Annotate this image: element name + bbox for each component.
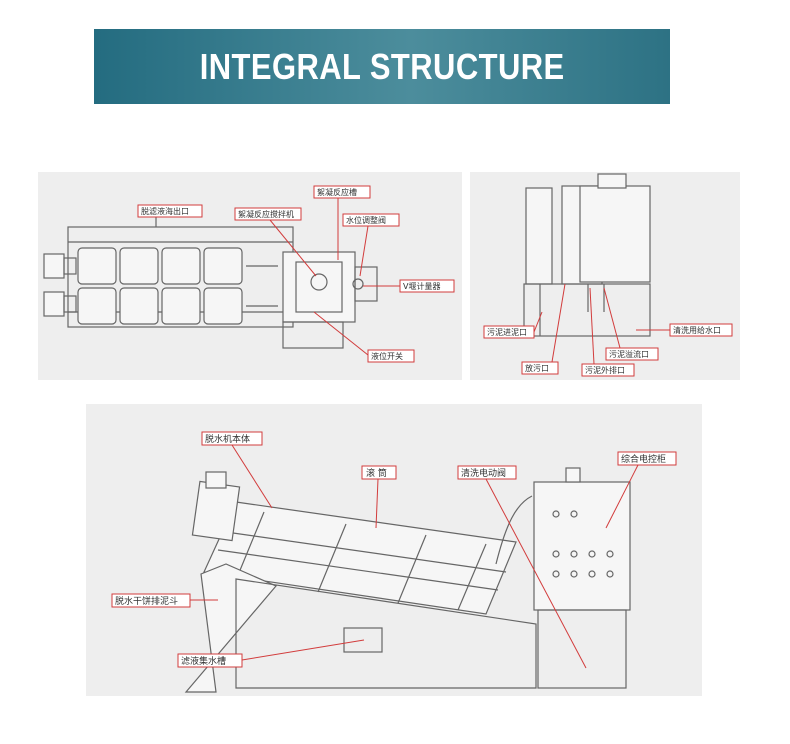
drum-segments	[77, 247, 278, 325]
motor-bottom	[43, 291, 65, 317]
label-level-adjust: 水位调整阀	[346, 215, 386, 225]
reaction-tank	[282, 251, 356, 323]
elevation-panel: 脱水机本体 滚 筒 清洗电动阀 综合电控柜 脱水干饼排泥斗 滤液集水槽	[86, 404, 702, 696]
page-title: INTEGRAL STRUCTURE	[199, 45, 565, 87]
discharge-hopper	[184, 563, 277, 693]
title-banner: INTEGRAL STRUCTURE	[94, 29, 670, 104]
label-mixer: 絮凝反应搅拌机	[238, 209, 294, 219]
label-level-switch: 液位开关	[371, 351, 403, 361]
tank-body	[579, 185, 651, 283]
mixer-shaft	[310, 273, 328, 291]
top-view-drawing: 脱滤液海出口 絮凝反应槽 絮凝反应搅拌机 水位调整阀 V堰计量器 液位开关	[43, 185, 455, 363]
base-tank	[523, 283, 651, 337]
label-valve: 清洗电动阀	[461, 467, 506, 479]
side-panel-left	[525, 187, 553, 285]
label-outlet: 脱滤液海出口	[141, 206, 189, 216]
control-cabinet	[533, 481, 631, 611]
side-view-panel: 污泥进泥口 放污口 污泥溢流口 污泥外排口 清洗用给水口	[470, 172, 740, 380]
label-sludge-inlet: 污泥进泥口	[487, 327, 527, 337]
elevation-drawing: 脱水机本体 滚 筒 清洗电动阀 综合电控柜 脱水干饼排泥斗 滤液集水槽	[111, 431, 677, 693]
wash-hose	[495, 495, 533, 565]
filtrate-window	[343, 627, 383, 653]
label-tank: 滤液集水槽	[181, 655, 226, 667]
motor-box	[597, 173, 627, 189]
drum-body	[203, 501, 517, 615]
top-view-panel: 脱滤液海出口 絮凝反应槽 絮凝反应搅拌机 水位调整阀 V堰计量器 液位开关	[38, 172, 462, 380]
motor-top	[43, 253, 65, 279]
label-cabinet: 综合电控柜	[621, 453, 666, 465]
label-sludge-out: 污泥外排口	[585, 365, 625, 375]
drive-motor	[191, 480, 241, 542]
label-drum: 滚 筒	[366, 467, 387, 479]
side-view-drawing: 污泥进泥口 放污口 污泥溢流口 污泥外排口 清洗用给水口	[483, 173, 733, 377]
label-reaction-tank: 絮凝反应槽	[317, 187, 357, 197]
label-hopper: 脱水干饼排泥斗	[115, 595, 178, 607]
label-body: 脱水机本体	[205, 433, 250, 445]
label-v-meter: V堰计量器	[403, 281, 440, 291]
label-overflow: 污泥溢流口	[609, 349, 649, 359]
label-drain: 放污口	[525, 363, 549, 373]
label-return: 清洗用给水口	[673, 325, 721, 335]
